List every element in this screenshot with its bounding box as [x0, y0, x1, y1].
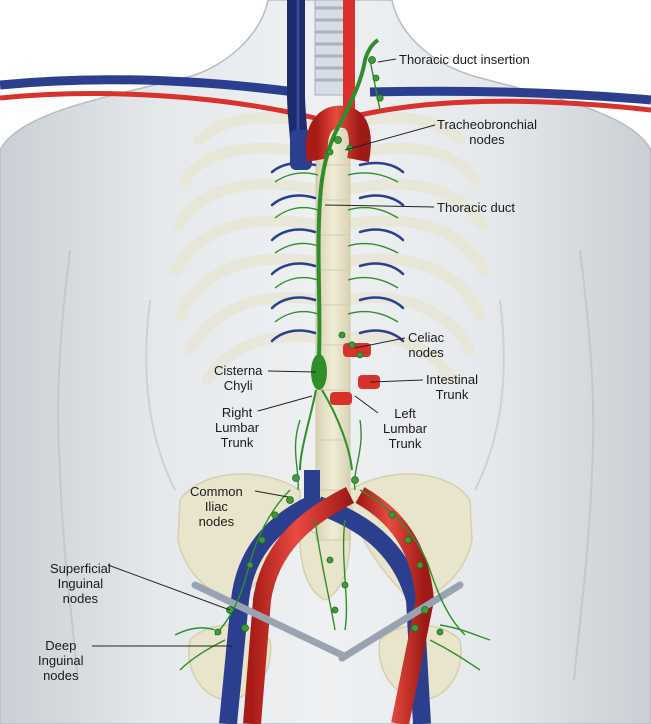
- label-thoracic-duct: Thoracic duct: [437, 200, 516, 215]
- subclavian-vein-left: [0, 75, 296, 97]
- label-intestinal-trunk: Intestinal Trunk: [426, 372, 479, 402]
- subclavian-artery-right: [359, 98, 651, 118]
- label-superficial-inguinal-nodes: Superficial Inguinal nodes: [50, 561, 111, 606]
- renal-artery: [330, 392, 352, 405]
- arm-crease-left: [57, 249, 79, 681]
- label-left-lumbar-trunk: Left Lumbar Trunk: [383, 406, 428, 451]
- label-right-lumbar-trunk: Right Lumbar Trunk: [215, 405, 260, 450]
- inferior-vena-cava: [304, 470, 320, 510]
- intercostal-veins: [270, 161, 405, 343]
- right-lumbar-trunk-vessel: [299, 389, 317, 471]
- leader-lines: [92, 58, 436, 647]
- waist-right: [474, 299, 505, 491]
- arm-crease-right: [573, 249, 595, 681]
- label-tracheobronchial-nodes: Tracheobronchial nodes: [437, 117, 537, 147]
- aortic-arch: [305, 105, 371, 163]
- label-cisterna-chyli: Cisterna Chyli: [214, 363, 263, 393]
- label-celiac-nodes: Celiac nodes: [408, 330, 445, 360]
- subclavian-vein-right: [369, 86, 651, 105]
- iliac-vein-left: [219, 496, 315, 724]
- iliac-artery-left: [243, 486, 355, 724]
- ribs: [170, 112, 490, 386]
- subclavian-artery-left: [0, 91, 316, 121]
- thoracic-duct: [316, 38, 380, 376]
- lymphatic-vessels: [174, 59, 491, 671]
- label-thoracic-duct-insertion: Thoracic duct insertion: [399, 52, 530, 67]
- left-lumbar-trunk-vessel: [321, 389, 353, 471]
- cisterna-chyli: [311, 354, 327, 390]
- trachea: [314, 0, 346, 96]
- label-deep-inguinal-nodes: Deep Inguinal nodes: [38, 638, 84, 683]
- inguinal-ligament-left: [191, 581, 346, 659]
- waist-left: [145, 299, 176, 491]
- lymph-nodes: [214, 56, 444, 636]
- mesenteric-artery: [358, 375, 380, 389]
- label-common-iliac-nodes: Common Iliac nodes: [190, 484, 243, 529]
